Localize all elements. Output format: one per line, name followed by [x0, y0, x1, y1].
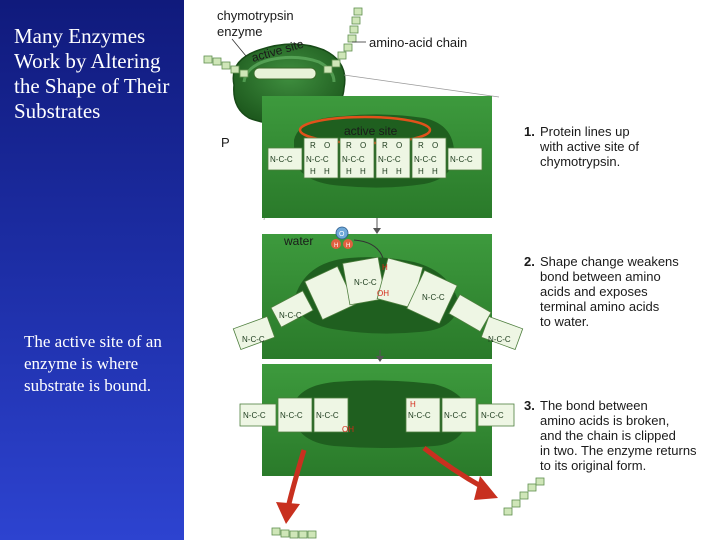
water-oxygen [335, 226, 349, 240]
chain-label: amino-acid chain [369, 35, 467, 50]
released-chains [271, 477, 545, 539]
svg-text:O: O [396, 141, 402, 150]
svg-text:H: H [410, 400, 416, 409]
svg-text:H: H [324, 167, 330, 176]
svg-text:N-C-C: N-C-C [242, 335, 265, 344]
svg-text:N-C-C: N-C-C [270, 155, 293, 164]
svg-text:and the chain is clipped: and the chain is clipped [540, 428, 676, 443]
slide-body-text: The active site of an enzyme is where su… [24, 332, 162, 395]
svg-text:H: H [310, 167, 316, 176]
top-amino-chain [203, 7, 363, 78]
svg-text:N-C-C: N-C-C [306, 155, 329, 164]
svg-text:The bond between: The bond between [540, 398, 648, 413]
svg-text:to its original form.: to its original form. [540, 458, 646, 473]
step-1-text: 1. Protein lines up with active site of … [524, 124, 639, 169]
enzyme-label-line2: enzyme [217, 24, 263, 39]
svg-text:N-C-C: N-C-C [408, 411, 431, 420]
svg-text:2.: 2. [524, 254, 535, 269]
panel-step-3: N-C-C N-C-C N-C-C N-C-C N-C-C N-C-C OH H [239, 364, 515, 476]
svg-text:chymotrypsin.: chymotrypsin. [540, 154, 620, 169]
svg-text:N-C-C: N-C-C [342, 155, 365, 164]
svg-text:3.: 3. [524, 398, 535, 413]
svg-text:H: H [346, 167, 352, 176]
step-2-text: 2. Shape change weakens bond between ami… [524, 254, 679, 329]
svg-text:N-C-C: N-C-C [378, 155, 401, 164]
svg-text:acids and exposes: acids and exposes [540, 284, 648, 299]
svg-text:N-C-C: N-C-C [488, 335, 511, 344]
svg-text:OH: OH [377, 289, 389, 298]
svg-text:Shape change weakens: Shape change weakens [540, 254, 679, 269]
svg-text:terminal amino acids: terminal amino acids [540, 299, 660, 314]
enzyme-pointer [231, 38, 247, 57]
svg-text:H: H [432, 167, 438, 176]
svg-text:O: O [432, 141, 438, 150]
panel-step-1: active site N-C-C N-C-C N-C-C N-C-C N-C-… [262, 96, 492, 218]
svg-text:R: R [418, 141, 424, 150]
svg-text:H: H [334, 243, 338, 249]
svg-text:bond between amino: bond between amino [540, 269, 661, 284]
svg-text:N-C-C: N-C-C [414, 155, 437, 164]
p-label: P [221, 135, 230, 150]
svg-text:N-C-C: N-C-C [481, 411, 504, 420]
svg-text:O: O [360, 141, 366, 150]
svg-text:H: H [346, 243, 350, 249]
svg-text:O: O [339, 231, 345, 238]
step-3-text: 3. The bond between amino acids is broke… [524, 398, 697, 473]
svg-text:in two. The enzyme returns: in two. The enzyme returns [540, 443, 697, 458]
svg-text:1.: 1. [524, 124, 535, 139]
svg-text:N-C-C: N-C-C [450, 155, 473, 164]
svg-text:H: H [396, 167, 402, 176]
slide-title: Many Enzymes Work by Altering the Shape … [14, 24, 170, 123]
enzyme-label-line1: chymotrypsin [217, 8, 294, 23]
svg-text:R: R [310, 141, 316, 150]
svg-text:R: R [382, 141, 388, 150]
svg-text:N-C-C: N-C-C [422, 293, 445, 302]
svg-text:Protein lines up: Protein lines up [540, 124, 630, 139]
svg-text:OH: OH [342, 425, 354, 434]
svg-text:N-C-C: N-C-C [354, 278, 377, 287]
svg-text:N-C-C: N-C-C [279, 311, 302, 320]
svg-text:amino acids is broken,: amino acids is broken, [540, 413, 669, 428]
panel1-active-site-label: active site [344, 124, 398, 138]
svg-text:H: H [418, 167, 424, 176]
top-chain-in-site [253, 67, 317, 80]
water-hydrogen-1 [331, 239, 341, 249]
svg-text:H: H [382, 263, 388, 272]
left-text-panel: Many Enzymes Work by Altering the Shape … [0, 0, 184, 540]
panel-step-2: water O H H N-C-C N-C-C N-C-C N-C-C N-C-… [232, 226, 524, 359]
water-label: water [283, 234, 313, 248]
svg-text:N-C-C: N-C-C [243, 411, 266, 420]
enzyme-diagram: active site chymotrypsin enzyme amino-ac… [203, 7, 697, 539]
svg-text:with active site of: with active site of [539, 139, 639, 154]
svg-text:H: H [360, 167, 366, 176]
water-hydrogen-2 [343, 239, 353, 249]
svg-text:R: R [346, 141, 352, 150]
svg-text:N-C-C: N-C-C [444, 411, 467, 420]
svg-text:H: H [382, 167, 388, 176]
svg-text:to water.: to water. [540, 314, 589, 329]
svg-text:O: O [324, 141, 330, 150]
svg-text:N-C-C: N-C-C [280, 411, 303, 420]
svg-text:N-C-C: N-C-C [316, 411, 339, 420]
